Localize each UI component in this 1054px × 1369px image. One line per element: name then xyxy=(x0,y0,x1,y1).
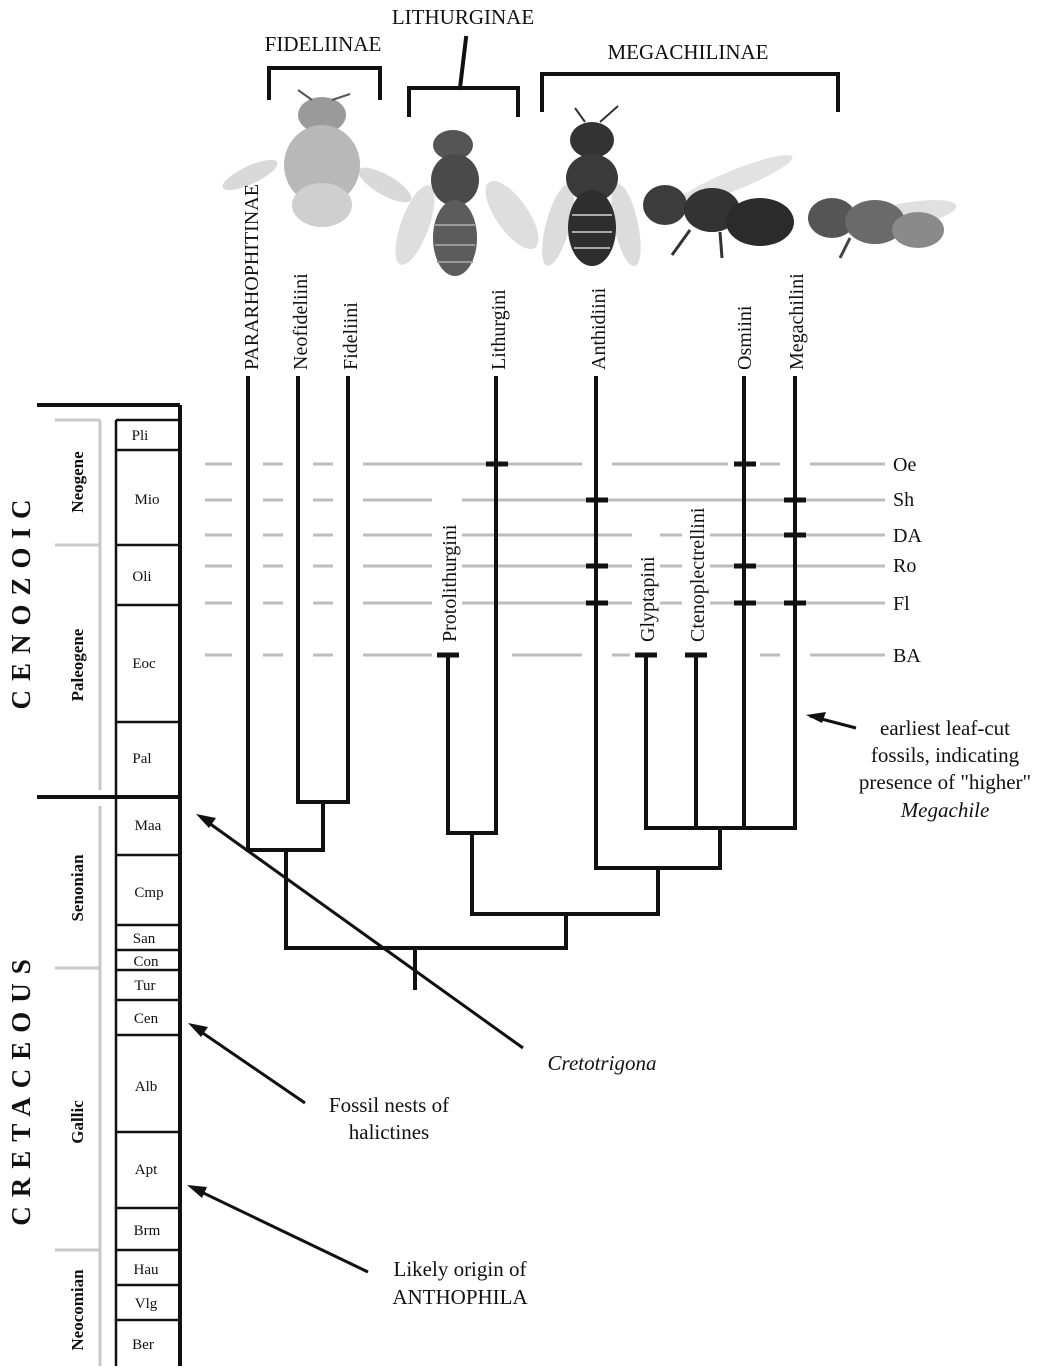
taxon-anthidiini: Anthidiini xyxy=(588,287,610,370)
stage-ber: Ber xyxy=(132,1337,154,1353)
label-fideliinae: FIDELIINAE xyxy=(265,32,382,56)
stage-pli: Pli xyxy=(132,428,149,444)
taxon-megachilini: Megachilini xyxy=(786,273,808,370)
era-cenozoic: CENOZOIC xyxy=(6,490,36,709)
stage-oli: Oli xyxy=(132,569,151,585)
taxon-pararhophitinae: PARARHOPHITINAE xyxy=(241,184,263,370)
arrow-origin xyxy=(187,1185,368,1272)
taxon-fideliini: Fideliini xyxy=(340,302,362,370)
stage-con: Con xyxy=(133,954,159,970)
arrow-nests xyxy=(188,1023,305,1103)
stage-brm: Brm xyxy=(134,1223,161,1239)
arrow-leafcut xyxy=(806,712,856,728)
stage-pal: Pal xyxy=(132,751,151,767)
bee-photo-lithurginae xyxy=(387,130,548,276)
phylogenetic-tree xyxy=(248,378,795,988)
stage-alb: Alb xyxy=(135,1079,158,1095)
bee-photo-osmiini xyxy=(643,148,796,258)
deposit-sh: Sh xyxy=(893,489,914,511)
taxon-ctenoplectrellini: Ctenoplectrellini xyxy=(687,507,709,642)
bee-photo-megachilini xyxy=(808,194,958,258)
stage-san: San xyxy=(133,931,156,947)
deposit-ro: Ro xyxy=(893,555,916,577)
taxon-osmiini: Osmiini xyxy=(734,305,756,370)
note-leafcut-1: earliest leaf-cut xyxy=(880,716,1010,740)
stage-cmp: Cmp xyxy=(134,885,163,901)
note-leafcut-4: Megachile xyxy=(900,798,990,822)
deposit-da: DA xyxy=(893,525,922,547)
taxon-lithurgini: Lithurgini xyxy=(488,289,510,370)
note-origin-1: Likely origin of xyxy=(394,1257,527,1281)
era-cretaceous: CRETACEOUS xyxy=(6,950,36,1226)
taxon-neofideliini: Neofideliini xyxy=(290,273,312,370)
taxon-protolithurgini: Protolithurgini xyxy=(439,524,461,642)
stage-vlg: Vlg xyxy=(135,1296,158,1312)
fossil-ticks xyxy=(437,464,806,655)
period-gallic: Gallic xyxy=(68,1100,87,1144)
period-neogene: Neogene xyxy=(68,451,87,513)
deposit-fl: Fl xyxy=(893,593,910,615)
note-cretotrigona: Cretotrigona xyxy=(548,1051,657,1075)
period-paleogene: Paleogene xyxy=(68,628,87,701)
stage-hau: Hau xyxy=(134,1262,159,1278)
note-origin-2: ANTHOPHILA xyxy=(392,1285,528,1309)
deposit-ba: BA xyxy=(893,645,921,667)
deposit-oe: Oe xyxy=(893,454,916,476)
bracket-lithurginae xyxy=(409,38,518,115)
note-nests-1: Fossil nests of xyxy=(329,1093,449,1117)
stage-maa: Maa xyxy=(135,818,162,834)
note-nests-2: halictines xyxy=(349,1120,429,1144)
stage-tur: Tur xyxy=(134,978,155,994)
stage-cen: Cen xyxy=(134,1011,159,1027)
period-senonian: Senonian xyxy=(68,854,87,922)
bee-photo-anthidiini xyxy=(536,106,647,269)
bracket-fideliinae xyxy=(269,68,380,98)
label-megachilinae: MEGACHILINAE xyxy=(608,40,769,64)
period-neocomian: Neocomian xyxy=(68,1269,87,1351)
label-lithurginae: LITHURGINAE xyxy=(392,5,534,29)
note-leafcut-3: presence of "higher" xyxy=(859,770,1031,794)
deposit-lines xyxy=(205,464,885,655)
note-leafcut-2: fossils, indicating xyxy=(871,743,1020,767)
stage-apt: Apt xyxy=(135,1162,158,1178)
stage-mio: Mio xyxy=(134,492,159,508)
stage-eoc: Eoc xyxy=(132,656,156,672)
taxon-glyptapini: Glyptapini xyxy=(637,556,659,642)
bracket-megachilinae xyxy=(542,74,838,110)
